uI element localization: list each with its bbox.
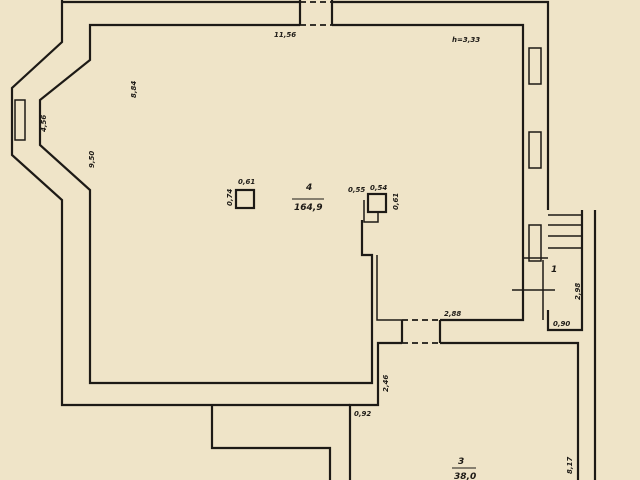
room-4-number: 4: [305, 183, 312, 193]
dim-room3-left: 2,46: [382, 375, 390, 392]
dim-column2-side: 0,61: [392, 193, 400, 210]
dim-column2-top: 0,54: [370, 184, 387, 192]
dim-column1-top: 0,61: [238, 178, 255, 186]
dim-top-wall: 11,56: [274, 31, 296, 39]
dim-room3-right: 8,17: [566, 457, 574, 474]
stairs: [512, 214, 582, 320]
room-1-number: 1: [551, 265, 557, 275]
dim-room3-step: 0,92: [354, 410, 371, 418]
dim-column2-left: 0,55: [348, 186, 365, 194]
room-3-walls: [210, 341, 580, 480]
room-3-area: 38,0: [454, 472, 476, 480]
column: [234, 188, 256, 210]
ceiling-height: h=3,33: [452, 36, 480, 44]
room-4-area: 164,9: [294, 203, 322, 213]
room-3-number: 3: [458, 457, 464, 467]
room-4-walls: [14, 23, 542, 385]
outer-walls: [10, 0, 597, 480]
dim-column1-side: 0,74: [226, 189, 234, 206]
dim-bay: 4,56: [40, 115, 48, 132]
column: [366, 192, 388, 214]
dim-left-main: 9,50: [88, 151, 96, 168]
dim-corridor: 2,88: [444, 310, 461, 318]
dim-left-upper: 8,84: [130, 81, 138, 98]
dim-stair-side: 2,98: [574, 283, 582, 300]
dim-stair-bottom: 0,90: [553, 320, 570, 328]
